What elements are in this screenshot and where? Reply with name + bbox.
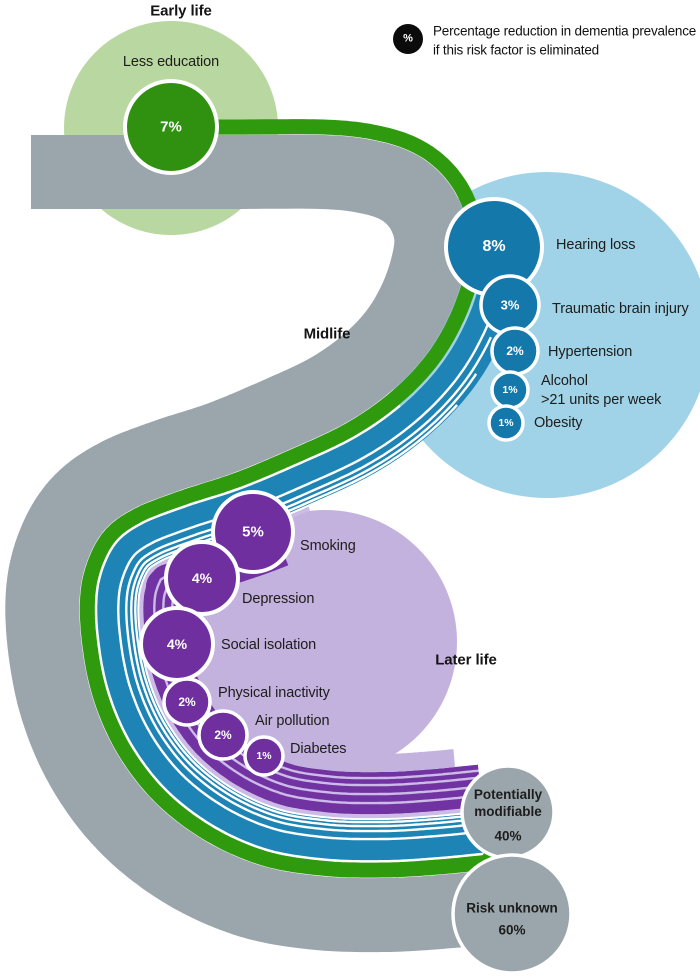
factor-label-obesity: Obesity xyxy=(534,414,583,431)
blue-ribbon-separator xyxy=(125,336,492,833)
stage-label-later-life: Later life xyxy=(435,651,497,669)
stage-label-early-life: Early life xyxy=(150,2,212,20)
factor-value-air-pollution: 2% xyxy=(214,728,232,742)
factor-value-social-isolation: 4% xyxy=(166,636,188,652)
outcome-label-potentially-modifiable: Potentially modifiable xyxy=(473,787,543,819)
blue-ribbon-separator xyxy=(134,404,484,824)
legend-line-1: Percentage reduction in dementia prevale… xyxy=(433,23,697,39)
factor-label-less-education: Less education xyxy=(122,53,220,70)
factor-label-traumatic-brain-injury: Traumatic brain injury xyxy=(552,300,689,317)
factor-value-traumatic-brain-injury: 3% xyxy=(500,297,520,313)
outcome-label-risk-unknown: Risk unknown xyxy=(466,900,558,916)
factor-label-smoking: Smoking xyxy=(300,537,356,554)
factor-value-less-education: 7% xyxy=(160,118,182,136)
gray-flow-band xyxy=(0,134,528,953)
blue-ribbon-separator xyxy=(130,373,484,828)
factor-circle-smoking xyxy=(211,490,295,574)
factor-sublabel-alcohol: >21 units per week xyxy=(541,391,662,408)
factor-label-alcohol: Alcohol xyxy=(541,372,588,389)
factor-circle-diabetes xyxy=(243,735,285,777)
lavender-convergence-band xyxy=(286,746,460,773)
outcome-value-potentially-modifiable: 40% xyxy=(494,828,522,844)
factor-value-depression: 4% xyxy=(191,570,213,586)
stage-label-midlife: Midlife xyxy=(303,325,351,343)
factor-value-diabetes: 1% xyxy=(256,749,272,762)
legend-percent-symbol: % xyxy=(403,32,413,45)
factor-label-social-isolation: Social isolation xyxy=(221,636,317,653)
factor-circle-air-pollution xyxy=(197,709,249,761)
green-ribbon xyxy=(79,119,507,878)
factor-value-hypertension: 2% xyxy=(506,344,524,358)
factor-label-diabetes: Diabetes xyxy=(290,740,347,757)
factor-value-physical-inactivity: 2% xyxy=(178,695,196,709)
factor-value-alcohol: 1% xyxy=(502,383,518,396)
factor-value-hearing-loss: 8% xyxy=(482,238,506,255)
factor-label-air-pollution: Air pollution xyxy=(255,712,330,729)
factor-circle-physical-inactivity xyxy=(162,677,212,727)
legend-line-2: if this risk factor is eliminated xyxy=(433,42,599,58)
legend-percent-icon xyxy=(393,24,423,54)
factor-label-hypertension: Hypertension xyxy=(548,343,633,360)
outcome-circle-risk-unknown xyxy=(451,853,573,975)
factor-label-hearing-loss: Hearing loss xyxy=(556,236,636,253)
outcome-value-risk-unknown: 60% xyxy=(498,922,526,938)
blue-ribbon-separator xyxy=(117,292,501,841)
factor-label-physical-inactivity: Physical inactivity xyxy=(218,684,330,701)
factor-circle-depression xyxy=(164,540,240,616)
factor-label-depression: Depression xyxy=(242,590,315,607)
factor-circle-less-education xyxy=(123,79,219,175)
factor-circle-obesity xyxy=(487,404,525,442)
factor-value-smoking: 5% xyxy=(242,523,264,541)
blue-purple-separator xyxy=(139,506,483,819)
factor-value-obesity: 1% xyxy=(498,416,514,429)
